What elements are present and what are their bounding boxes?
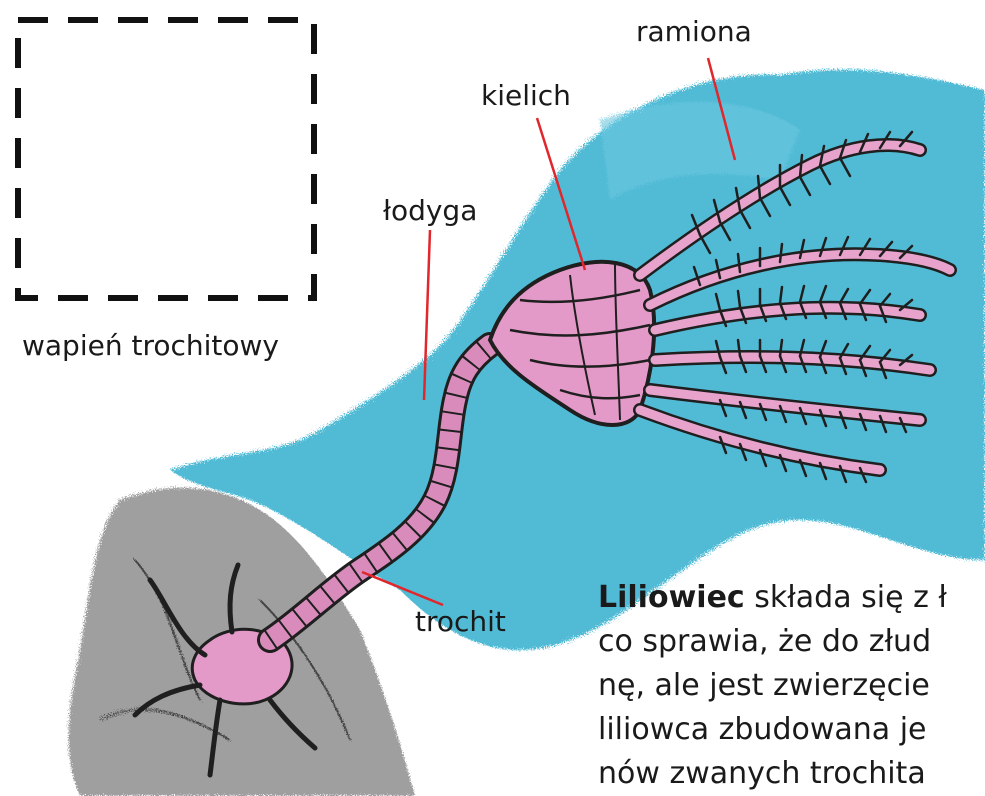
paragraph-line-4: liliowca zbudowana je bbox=[598, 708, 985, 752]
label-kielich: kielich bbox=[481, 82, 571, 110]
term-liliowiec: Liliowiec bbox=[598, 580, 745, 615]
dashed-placeholder-box bbox=[18, 20, 314, 298]
label-wapien-trochitowy: wapień trochitowy bbox=[22, 332, 279, 360]
label-ramiona: ramiona bbox=[636, 18, 752, 46]
label-lodyga: łodyga bbox=[383, 197, 477, 225]
paragraph-line-2: co sprawia, że do złud bbox=[598, 620, 985, 664]
label-trochit: trochit bbox=[415, 608, 506, 636]
paragraph-line-3: nę, ale jest zwierzęcie bbox=[598, 664, 985, 708]
description-paragraph: Liliowiec składa się z ł co sprawia, że … bbox=[598, 576, 985, 796]
paragraph-line-5: nów zwanych trochita bbox=[598, 752, 985, 796]
paragraph-line-1: Liliowiec składa się z ł bbox=[598, 576, 985, 620]
paragraph-line-1-rest: składa się z ł bbox=[745, 580, 947, 615]
